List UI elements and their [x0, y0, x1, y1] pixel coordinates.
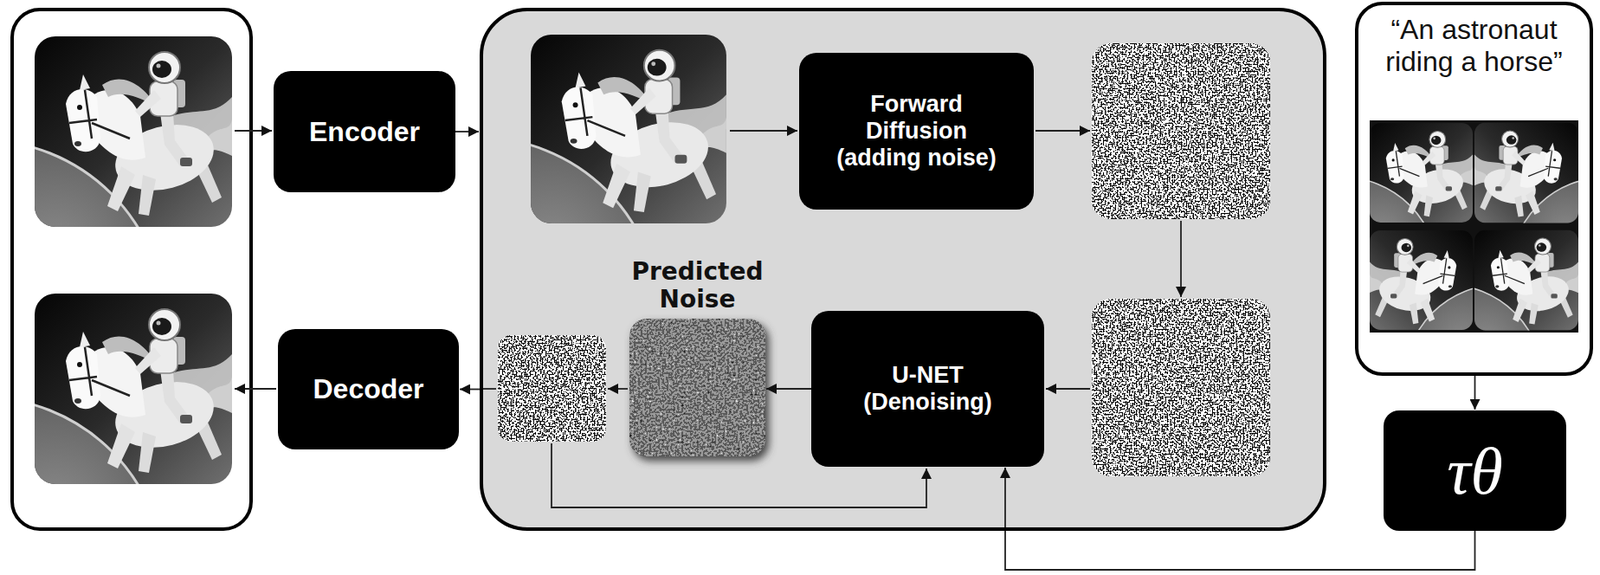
- diffusion-panel: Forward Diffusion (adding noise) Predicte…: [479, 7, 1327, 531]
- image-heading: Predicted Noise: [611, 258, 785, 314]
- flow-arrow: [607, 387, 628, 390]
- encoder-box: Encoder: [273, 70, 456, 193]
- flow-arrow: [729, 129, 798, 132]
- symbol-label: τθ: [1446, 438, 1504, 504]
- flow-arrow: [1180, 220, 1182, 297]
- flow-arrow: [234, 129, 272, 132]
- arrow-connector: [455, 130, 479, 133]
- noise-image: [1091, 298, 1271, 477]
- arrow-connector: [459, 388, 480, 391]
- arrow-connector: [766, 387, 812, 390]
- box-label: Decoder: [312, 373, 424, 406]
- decoder-box: Decoder: [277, 329, 459, 450]
- prompt-text: “An astronaut riding a horse”: [1370, 13, 1579, 78]
- noise-image: [1091, 43, 1271, 220]
- predicted-noise-node: Predicted Noise: [629, 318, 766, 457]
- forward-diffusion-box: Forward Diffusion (adding noise): [799, 52, 1034, 210]
- box-label: U-NET (Denoising): [841, 361, 1015, 416]
- flow-arrow: [1045, 387, 1091, 390]
- flow-arrow: [234, 387, 277, 390]
- arrow-connector: [1474, 375, 1477, 410]
- unet-box: U-NET (Denoising): [811, 310, 1045, 467]
- box-label: Encoder: [309, 116, 420, 149]
- prompt-panel: “An astronaut riding a horse”: [1354, 1, 1594, 376]
- text-encoder-box: τθ: [1383, 410, 1567, 531]
- flow-line: [481, 387, 497, 390]
- predicted-noise-image: [629, 318, 766, 457]
- output-image: [0, 293, 233, 575]
- box-label: Forward Diffusion (adding noise): [830, 90, 1004, 172]
- noise-image: [497, 335, 607, 442]
- flow-arrow: [1035, 129, 1091, 132]
